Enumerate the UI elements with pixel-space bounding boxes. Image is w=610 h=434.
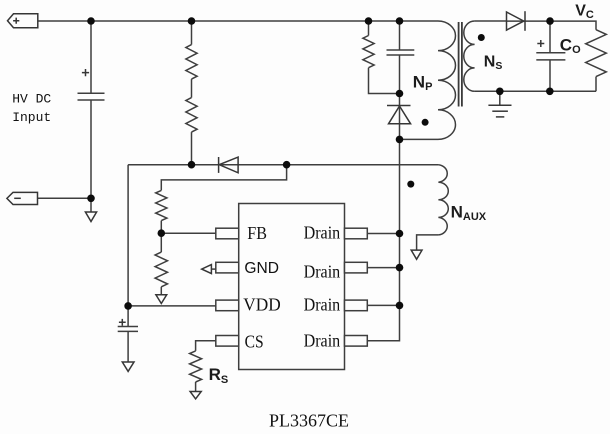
svg-text:CS: CS	[245, 332, 264, 352]
svg-text:PL3367CE: PL3367CE	[269, 411, 349, 431]
svg-text:GND: GND	[244, 260, 279, 277]
svg-text:Drain: Drain	[304, 294, 341, 314]
svg-text:VDD: VDD	[243, 294, 280, 314]
svg-text:FB: FB	[247, 223, 267, 243]
svg-text:Drain: Drain	[304, 331, 341, 351]
svg-text:Drain: Drain	[304, 223, 341, 243]
svg-text:Input: Input	[12, 110, 51, 125]
svg-text:Drain: Drain	[304, 262, 341, 282]
svg-text:HV DC: HV DC	[12, 92, 51, 107]
